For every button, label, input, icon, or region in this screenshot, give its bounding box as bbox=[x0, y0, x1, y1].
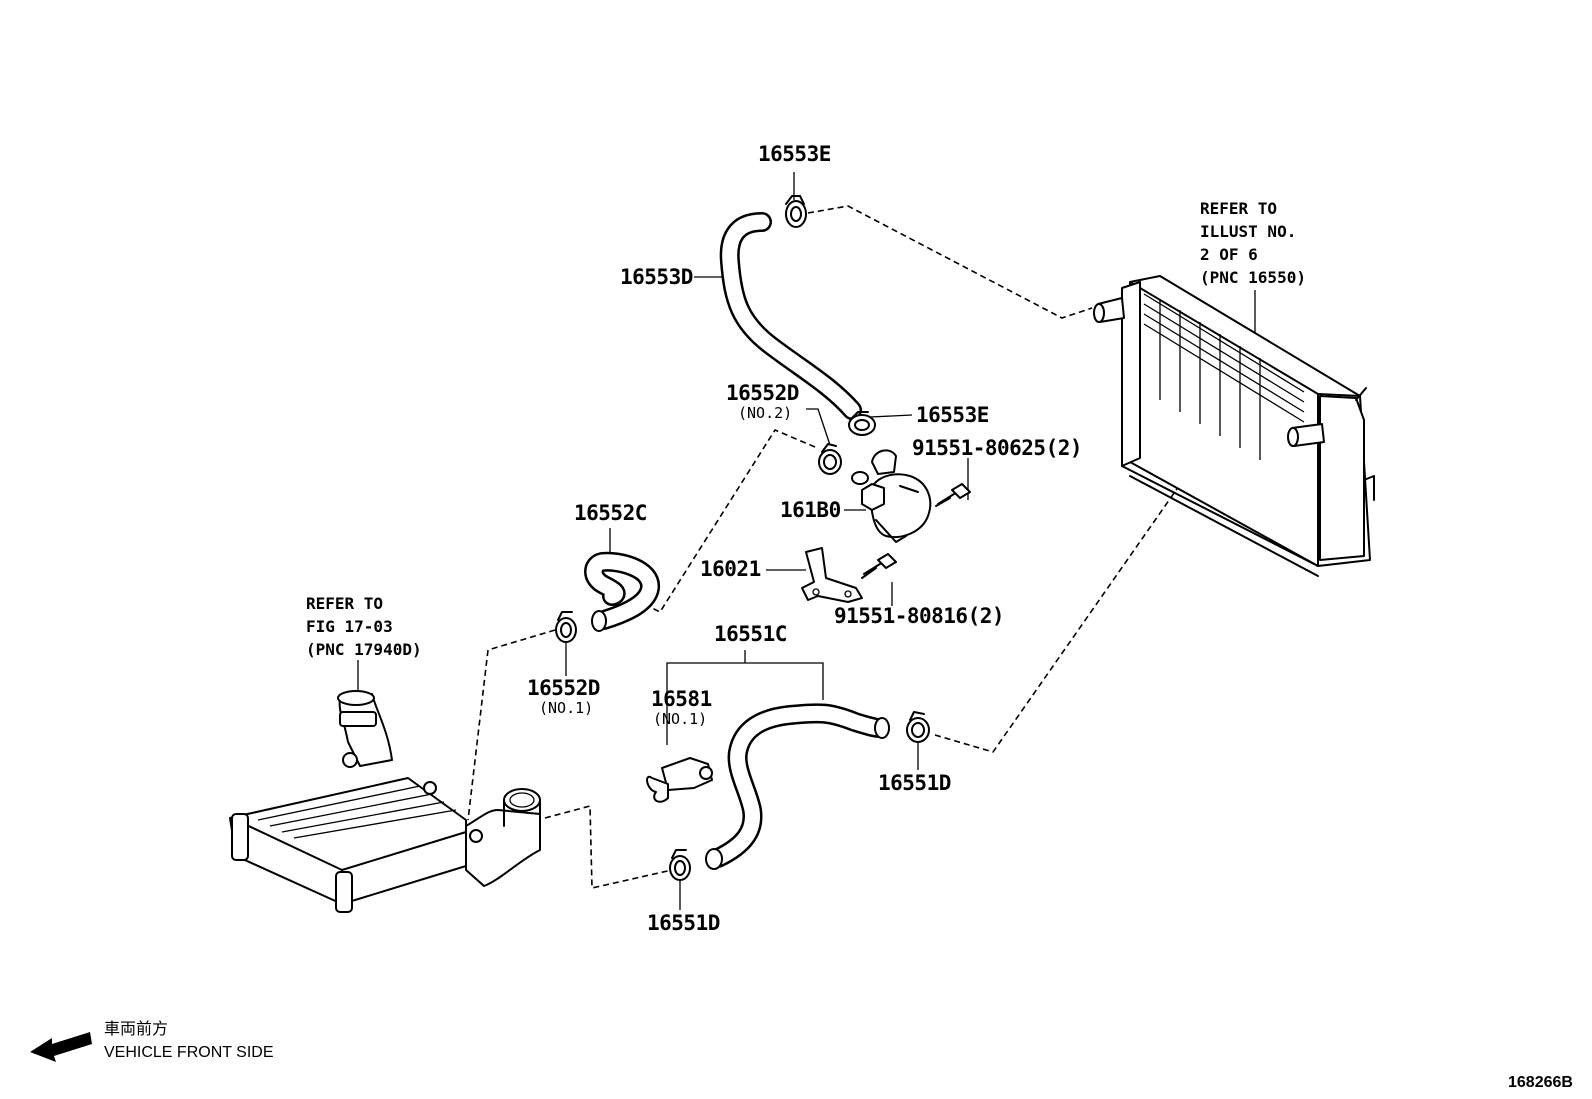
dashline-16553E-to-radiator bbox=[807, 205, 1093, 319]
part-label-16552D-no1: 16552D bbox=[527, 676, 600, 700]
clamp-16552D-no2 bbox=[818, 443, 842, 475]
hose-16553D bbox=[719, 212, 862, 420]
part-label-16021: 16021 bbox=[700, 557, 761, 581]
intercooler-note-line-3: (PNC 17940D) bbox=[306, 640, 422, 659]
part-label-16552C: 16552C bbox=[574, 501, 647, 525]
part-sublabel-16581: (NO.1) bbox=[653, 710, 708, 728]
clamp-16553E-top bbox=[785, 195, 807, 228]
water-pump-161B0 bbox=[851, 449, 932, 543]
radiator bbox=[1093, 275, 1375, 577]
radiator-note-line-1: REFER TO bbox=[1200, 199, 1278, 218]
front-direction-label-en: VEHICLE FRONT SIDE bbox=[104, 1044, 274, 1061]
part-label-91551-80625: 91551-80625(2) bbox=[912, 436, 1083, 460]
part-label-16551D-bottom: 16551D bbox=[647, 911, 720, 935]
part-sublabel-16552D-no1: (NO.1) bbox=[539, 699, 594, 717]
clamp-16553E-mid bbox=[848, 411, 876, 436]
intercooler bbox=[229, 690, 541, 913]
sensor-16581 bbox=[646, 757, 713, 803]
radiator-note-line-2: ILLUST NO. bbox=[1200, 222, 1297, 241]
part-label-16553D: 16553D bbox=[620, 265, 693, 289]
hose-16551C bbox=[705, 703, 890, 870]
front-direction-arrow bbox=[30, 1032, 92, 1062]
clamp-16551D-bottom bbox=[669, 849, 691, 881]
part-label-16581: 16581 bbox=[651, 687, 712, 711]
dashline-16552D-no1-to-intercooler bbox=[467, 629, 556, 821]
part-label-16553E-mid: 16553E bbox=[916, 403, 989, 427]
part-label-161B0: 161B0 bbox=[780, 498, 841, 522]
radiator-note-line-3: 2 OF 6 bbox=[1200, 245, 1258, 264]
dashline-16552D-no2-to-16552C bbox=[639, 428, 816, 614]
illustration-code: 168266B bbox=[1508, 1074, 1573, 1091]
bolt-91551-80816 bbox=[861, 553, 897, 579]
intercooler-note-line-1: REFER TO bbox=[306, 594, 384, 613]
part-label-16551D-right: 16551D bbox=[878, 771, 951, 795]
clamp-16552D-no1 bbox=[555, 611, 577, 643]
front-direction-label-jp: 車両前方 bbox=[104, 1021, 169, 1038]
intercooler-note-line-2: FIG 17-03 bbox=[306, 617, 393, 636]
clamp-16551D-right bbox=[906, 711, 930, 743]
part-label-16551C: 16551C bbox=[714, 622, 787, 646]
dashline-intercooler-to-16551D bbox=[544, 804, 673, 889]
leader-lines bbox=[357, 172, 1256, 910]
bolt-91551-80625 bbox=[935, 483, 971, 507]
intercooler-reference-note: REFER TO FIG 17-03 (PNC 17940D) bbox=[306, 592, 422, 661]
hose-16552C bbox=[584, 551, 660, 632]
part-sublabel-16552D-no2: (NO.2) bbox=[738, 404, 793, 422]
radiator-reference-note: REFER TO ILLUST NO. 2 OF 6 (PNC 16550) bbox=[1200, 197, 1306, 289]
bracket-16021 bbox=[801, 547, 863, 603]
part-label-16553E-top: 16553E bbox=[758, 142, 831, 166]
part-label-16552D-no2: 16552D bbox=[726, 381, 799, 405]
part-label-91551-80816: 91551-80816(2) bbox=[834, 604, 1005, 628]
radiator-note-line-4: (PNC 16550) bbox=[1200, 268, 1306, 287]
